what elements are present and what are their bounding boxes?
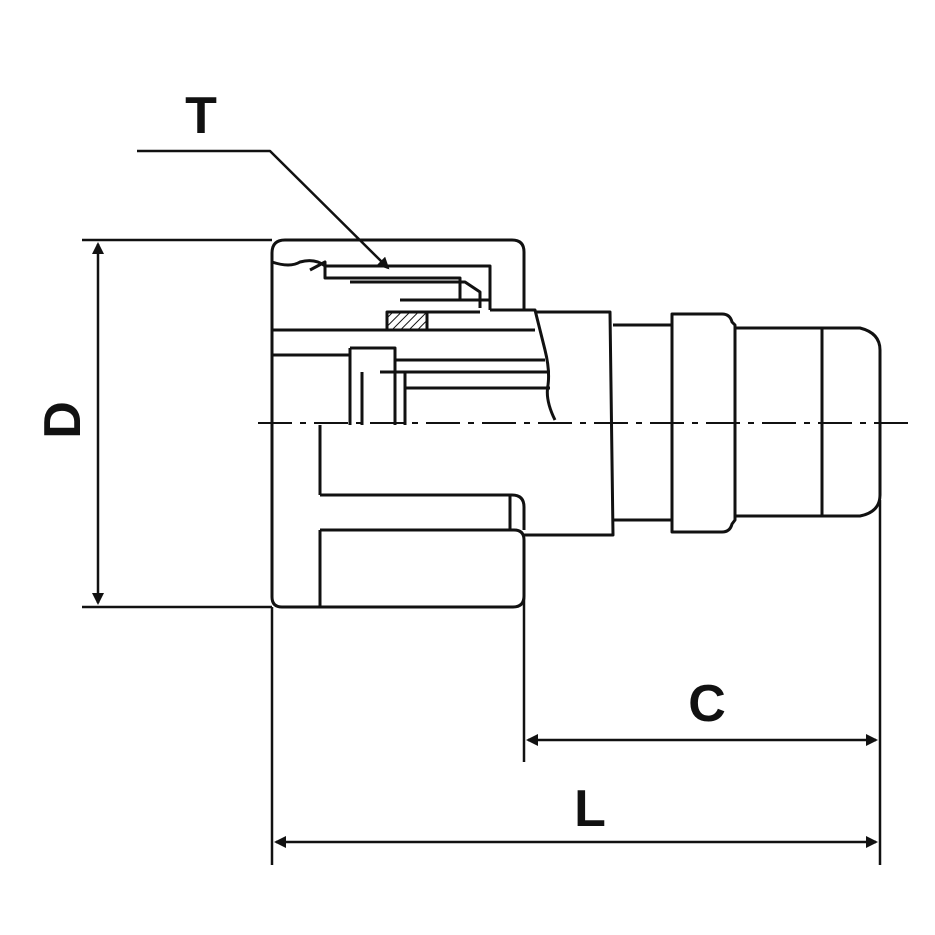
label-thread: T	[185, 87, 217, 145]
extension-lines	[82, 238, 882, 865]
section-detail	[271, 259, 557, 425]
thread-leader	[137, 149, 390, 270]
label-length: L	[574, 780, 606, 838]
label-connection-length: C	[688, 675, 726, 733]
label-diameter: D	[34, 401, 92, 439]
